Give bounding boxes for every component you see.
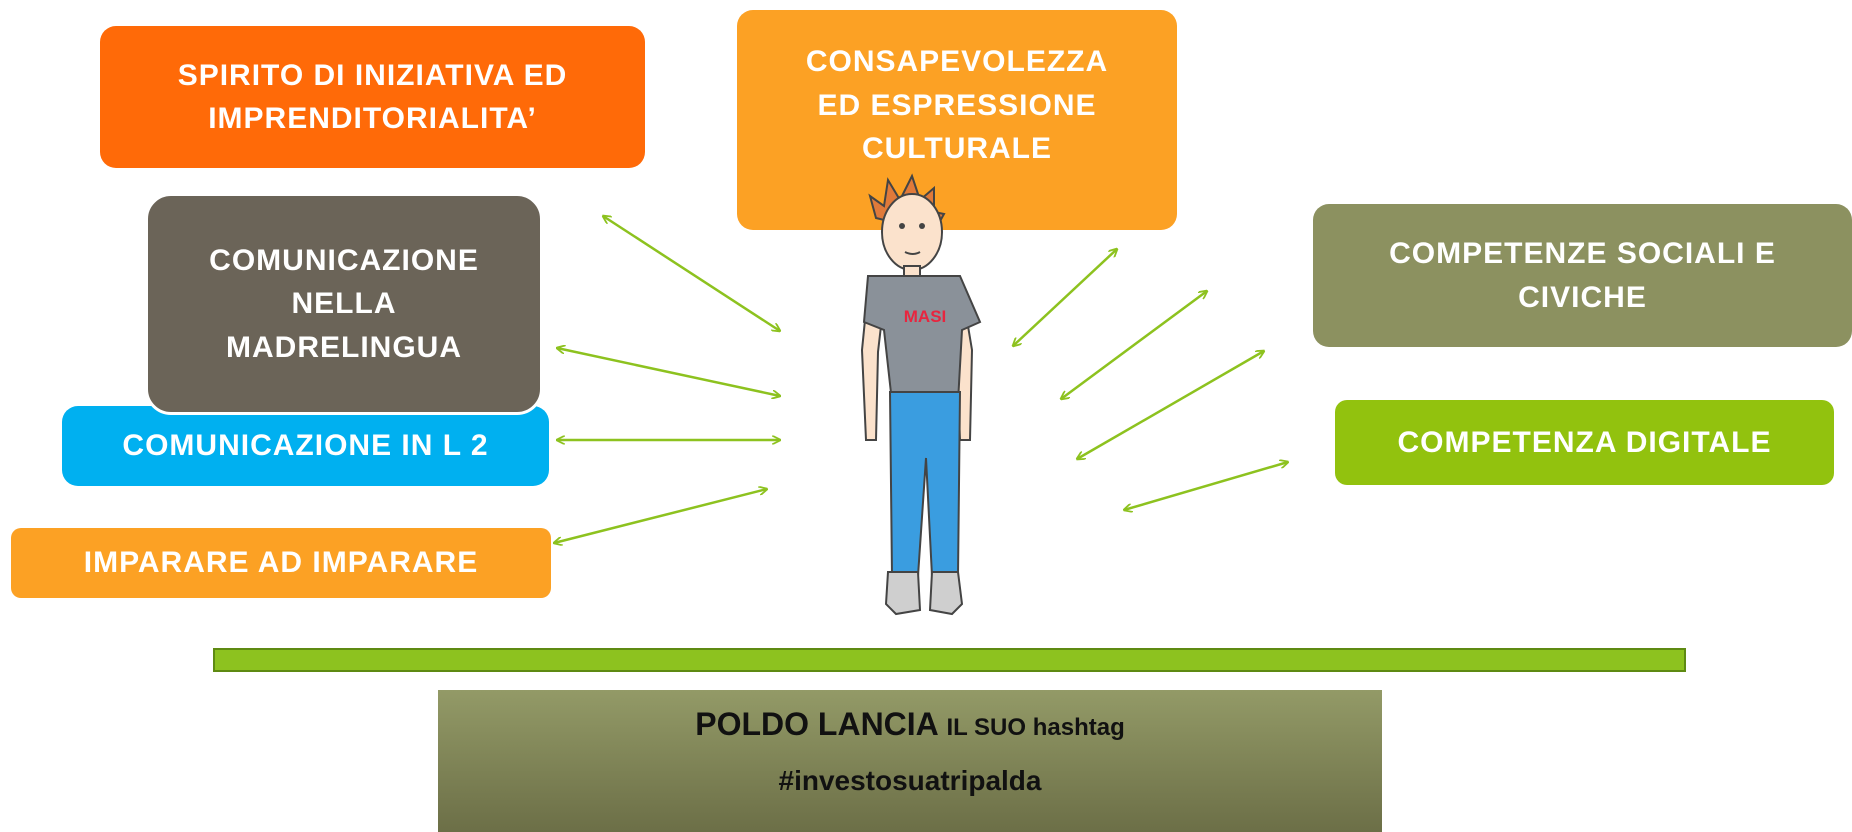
comunicazione-madrelingua-label: COMUNICAZIONE NELLA MADRELINGUA [209, 243, 479, 364]
figure-jeans [888, 391, 962, 577]
competenza-digitale-label: COMPETENZA DIGITALE [1397, 425, 1772, 459]
arrow-madrelingua [557, 348, 780, 396]
hashtag-title: POLDO LANCIA IL SUO hashtag [438, 706, 1382, 743]
consapevolezza-culturale-label: CONSAPEVOLEZZA ED ESPRESSIONE CULTURALE [805, 45, 1109, 165]
green-platform-bar [213, 648, 1686, 672]
figure-right-shoe [928, 571, 964, 616]
consapevolezza-culturale-box: CONSAPEVOLEZZA ED ESPRESSIONE CULTURALE [737, 10, 1177, 230]
competenza-digitale-box: COMPETENZA DIGITALE [1335, 400, 1834, 485]
competenze-sociali-label: COMPETENZE SOCIALI E CIVICHE [1389, 237, 1776, 314]
hashtag-box: POLDO LANCIA IL SUO hashtag #investosuat… [438, 690, 1382, 832]
shirt-text: MASI [904, 307, 947, 326]
figure-left-shoe [884, 571, 922, 616]
arrow-digitale [1124, 462, 1288, 510]
spirito-iniziativa-box: SPIRITO DI INIZIATIVA ED IMPRENDITORIALI… [100, 26, 645, 168]
comunicazione-madrelingua-box: COMUNICAZIONE NELLA MADRELINGUA [145, 193, 543, 415]
arrow-sociali-lower [1077, 351, 1264, 459]
figure-head [881, 193, 943, 271]
comunicazione-l2-label: COMUNICAZIONE IN L 2 [122, 429, 489, 463]
hashtag-title-small: IL SUO hashtag [946, 714, 1125, 741]
arrow-sociali-upper [1061, 291, 1207, 399]
comunicazione-l2-box: COMUNICAZIONE IN L 2 [62, 406, 549, 486]
arrow-spirito [603, 216, 780, 331]
hashtag-text: #investosuatripalda [778, 765, 1042, 796]
spirito-iniziativa-label: SPIRITO DI INIZIATIVA ED IMPRENDITORIALI… [177, 58, 568, 136]
competenze-sociali-box: COMPETENZE SOCIALI E CIVICHE [1313, 204, 1852, 347]
hashtag-title-main: POLDO LANCIA [695, 706, 938, 742]
imparare-ad-imparare-label: IMPARARE AD IMPARARE [83, 546, 479, 580]
student-figure [860, 173, 982, 616]
arrow-imparare [554, 489, 767, 543]
imparare-ad-imparare-box: IMPARARE AD IMPARARE [11, 528, 551, 598]
arrow-consapevolezza [1013, 249, 1117, 346]
